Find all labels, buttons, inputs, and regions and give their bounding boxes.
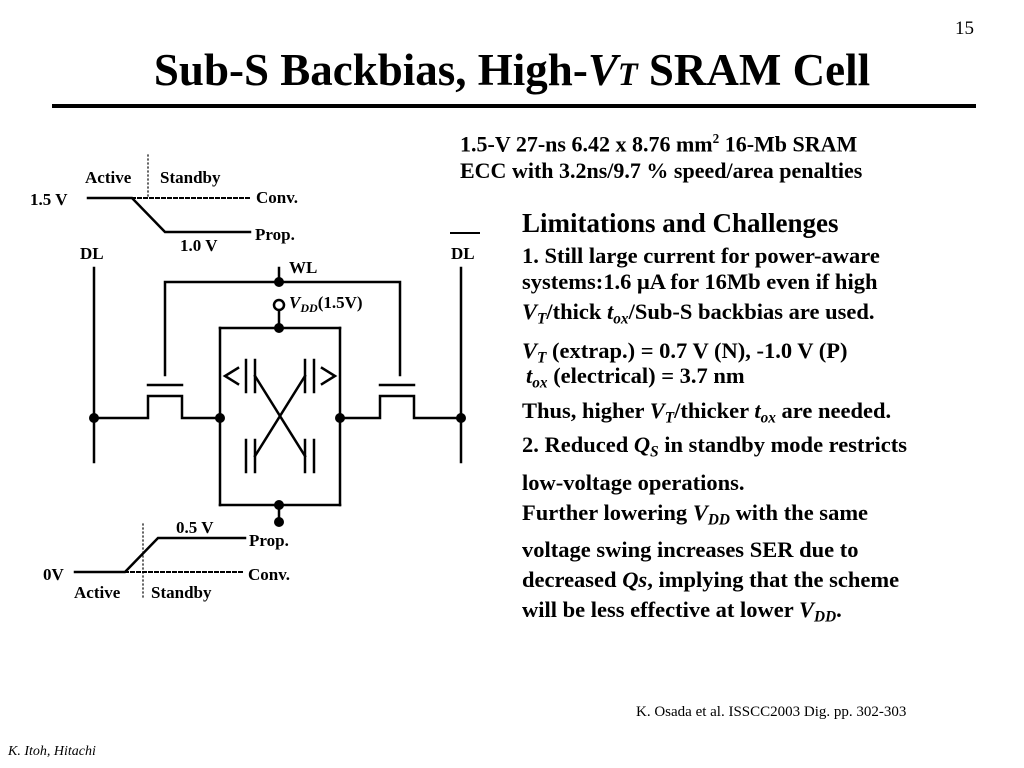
label-prop-bottom: Prop. [249,531,289,550]
label-dl-bar: DL [451,244,475,263]
limitation-item-2: 2. Reduced QS in standby mode restricts … [522,432,907,626]
tox-value: tox (electrical) = 3.7 nm [526,363,745,392]
chip-info-line-2: ECC with 3.2ns/9.7 % speed/area penaltie… [460,158,863,184]
chip-info: 1.5-V 27-ns 6.42 x 8.76 mm2 16-Mb SRAM E… [460,125,862,184]
prop-waveform-top [86,196,252,234]
access-channel-left [92,394,222,420]
cross-couple-b [253,374,307,458]
vdd-terminal [272,298,286,312]
label-standby-bottom: Standby [151,583,212,602]
label-1-0v: 1.0 V [180,236,218,255]
limitation-item-1: 1. Still large current for power-aware s… [522,243,880,328]
page-number: 15 [955,18,974,39]
reference-citation: K. Osada et al. ISSCC2003 Dig. pp. 302-3… [636,704,907,720]
pmos-arrow-right [320,366,338,386]
node-dot [215,413,225,423]
node-dot [89,413,99,423]
slide-title: Sub-S Backbias, High-VT SRAM Cell [153,45,871,95]
label-active-top: Active [85,168,132,187]
label-vdd: VDD(1.5V) [289,293,363,315]
node-dot [456,413,466,423]
label-standby-top: Standby [160,168,221,187]
node-dot [274,500,284,510]
prop-waveform-bottom [73,536,247,574]
label-1-5v: 1.5 V [30,190,68,209]
label-wl: WL [289,258,317,277]
sram-cell-schematic: Active Standby 1.5 V Conv. Prop. 1.0 V D… [30,154,480,602]
node-dot [274,277,284,287]
footer-author: K. Itoh, Hitachi [8,744,96,759]
label-dl-left: DL [80,244,104,263]
label-prop-top: Prop. [255,225,295,244]
node-dot [274,323,284,333]
pmos-arrow-left [222,366,240,386]
thus-statement: Thus, higher VT/thicker tox are needed. [522,398,892,427]
title-divider [52,104,976,108]
access-channel-right [338,394,463,420]
limitations-heading: Limitations and Challenges [522,208,839,238]
node-dot [274,517,284,527]
chip-info-line-1: 1.5-V 27-ns 6.42 x 8.76 mm2 16-Mb SRAM [460,131,858,157]
vt-values: VT (extrap.) = 0.7 V (N), -1.0 V (P) [522,338,848,367]
label-0v: 0V [43,565,65,584]
node-dot [335,413,345,423]
label-0-5v: 0.5 V [176,518,214,537]
label-conv-bottom: Conv. [248,565,290,584]
label-active-bottom: Active [74,583,121,602]
label-conv-top: Conv. [256,188,298,207]
